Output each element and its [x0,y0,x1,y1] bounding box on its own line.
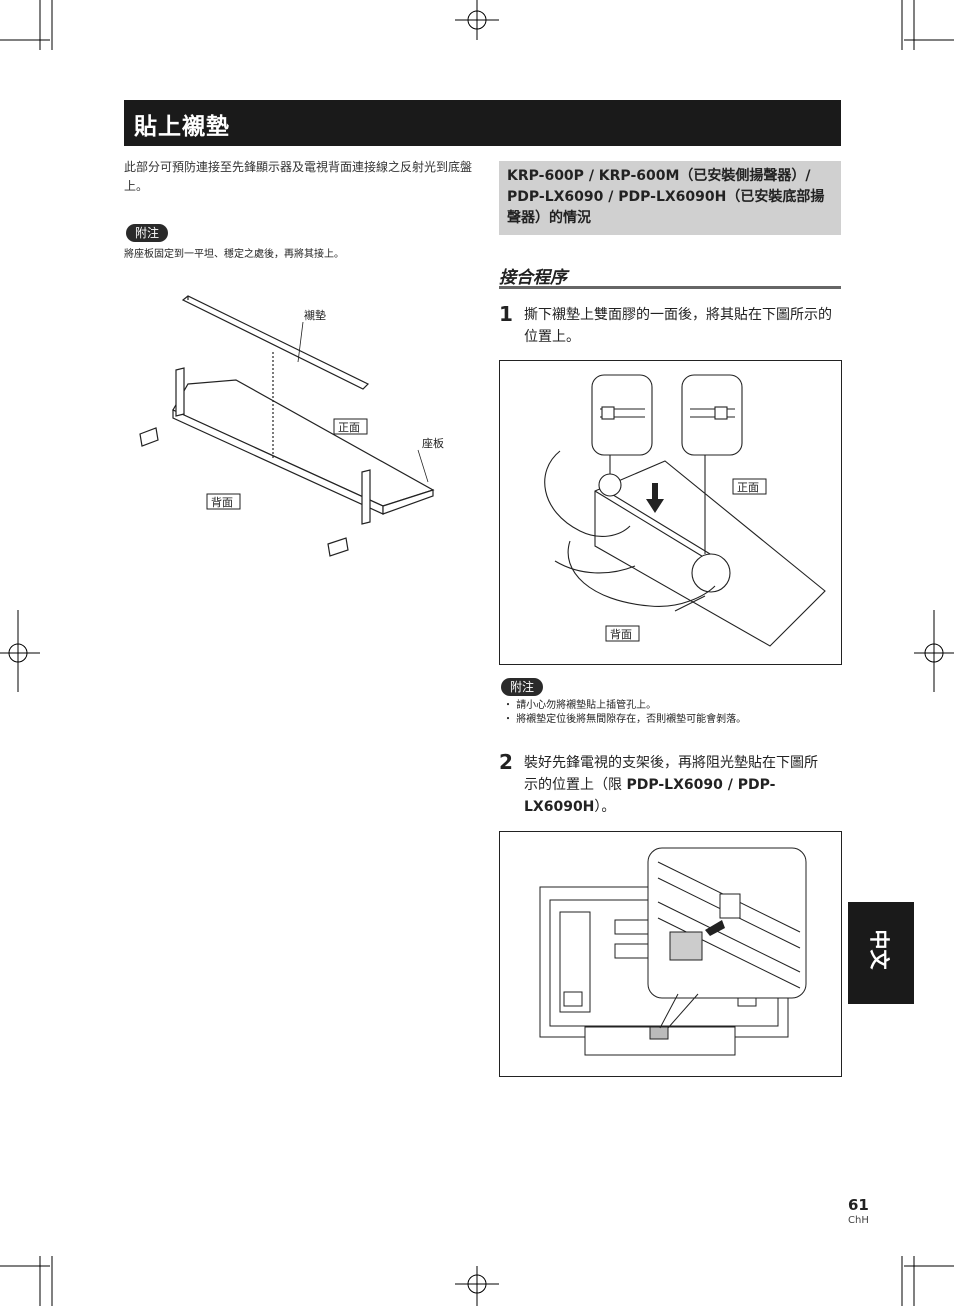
intro-paragraph: 此部分可預防連接至先鋒顯示器及電視背面連接線之反射光到底盤上。 [124,160,473,193]
note-item: ・ 將襯墊定位後將無間隙存在，否則襯墊可能會剝落。 [503,714,747,725]
step-2-number: 2 [499,750,513,774]
model-text: KRP-600P / KRP-600M（已安裝側揚聲器）/ PDP-LX6090… [507,168,825,226]
figure-attach-pad: 正面 背面 [499,360,842,665]
page-code: ChH [848,1215,869,1226]
page-number: 61 [848,1196,869,1214]
heading-rule [499,286,841,289]
note-badge-2: 附注 [501,678,544,696]
procedure-heading: 接合程序 [499,268,567,288]
label-front: 正面 [338,421,360,434]
figure-stand-pad: 襯墊 正面 座板 背面 [139,295,444,557]
label-base: 座板 [422,436,444,450]
stand-post-left [175,367,185,417]
note-text: 將座板固定到一平坦、穩定之處後，再將其接上。 [124,249,344,260]
stand-post-right [361,469,371,525]
step-2-text: 裝好先鋒電視的支架後，再將阻光墊貼在下圖所示的位置上（限 PDP-LX6090 … [524,755,818,815]
label-pad: 襯墊 [304,308,326,322]
note-list: ・ 請小心勿將襯墊貼上插管孔上。 ・ 將襯墊定位後將無間隙存在，否則襯墊可能會剝… [503,699,746,727]
label-back-2: 背面 [610,627,632,641]
step-1-number: 1 [499,302,513,326]
title-bar [124,100,841,146]
note-item: ・ 請小心勿將襯墊貼上插管孔上。 [503,700,657,711]
language-tab [848,902,914,1004]
language-tab-label: 中文 [867,929,892,970]
figure-tv-back [499,831,842,1077]
page-title: 貼上襯墊 [134,114,230,140]
step-1-text: 撕下襯墊上雙面膠的一面後，將其貼在下圖所示的位置上。 [524,307,832,345]
model-box [499,161,841,235]
note-badge: 附注 [126,224,169,242]
label-front-2: 正面 [737,481,759,494]
label-back: 背面 [211,495,233,509]
pad-strip [181,295,370,390]
